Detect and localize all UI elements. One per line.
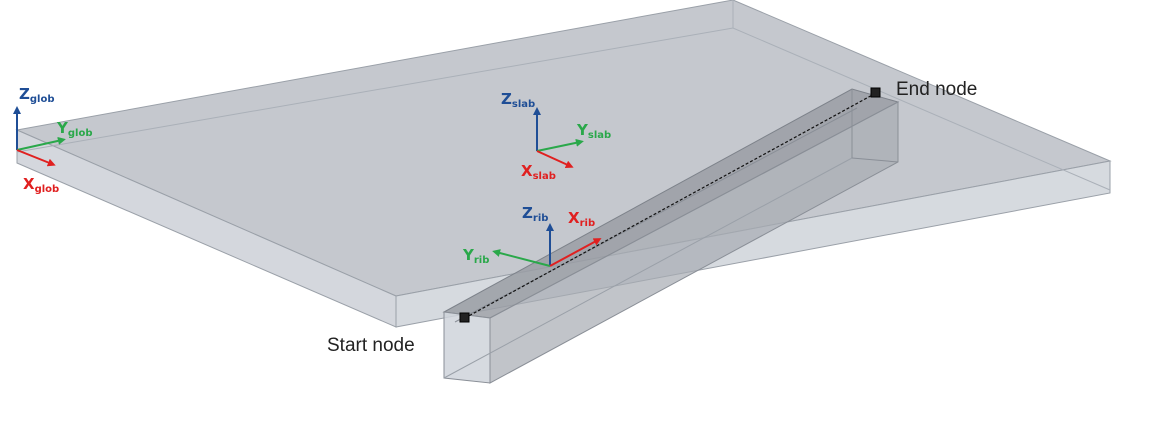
rib-hidden-edge-back: [851, 157, 899, 163]
glob-x-arrow: [16, 149, 56, 167]
global-axes: Zglob Yglob Xglob: [13, 85, 93, 195]
slab-y-arrow: [536, 138, 584, 152]
rib-x-arrow: [549, 238, 602, 267]
slab-z-label: Zslab: [501, 90, 535, 110]
rib-y-arrow: [492, 249, 551, 267]
slab-x-label: Xslab: [521, 162, 556, 182]
start-node-marker: [459, 312, 470, 323]
slab-axes: Zslab Yslab Xslab: [501, 90, 611, 182]
start-node-label: Start node: [327, 335, 415, 356]
rib-y-label: Yrib: [462, 246, 489, 266]
glob-y-arrow: [16, 136, 66, 151]
end-node-marker: [870, 87, 881, 98]
rib-z-label: Zrib: [522, 204, 548, 224]
cube-icon: [459, 87, 881, 323]
rib-centre-line: [464, 92, 877, 319]
slab-y-label: Yslab: [576, 121, 611, 141]
glob-x-label: Xglob: [23, 175, 59, 195]
rib-front-face: [443, 311, 491, 384]
rib-hidden-edge-bottom: [443, 157, 853, 379]
glob-z-label: Zglob: [19, 85, 55, 105]
slab-x-arrow: [536, 150, 574, 168]
rib-axes: Zrib Xrib Yrib: [462, 204, 602, 267]
end-node-label: End node: [896, 79, 977, 100]
glob-y-label: Yglob: [56, 119, 93, 139]
rib-x-label: Xrib: [568, 209, 595, 229]
